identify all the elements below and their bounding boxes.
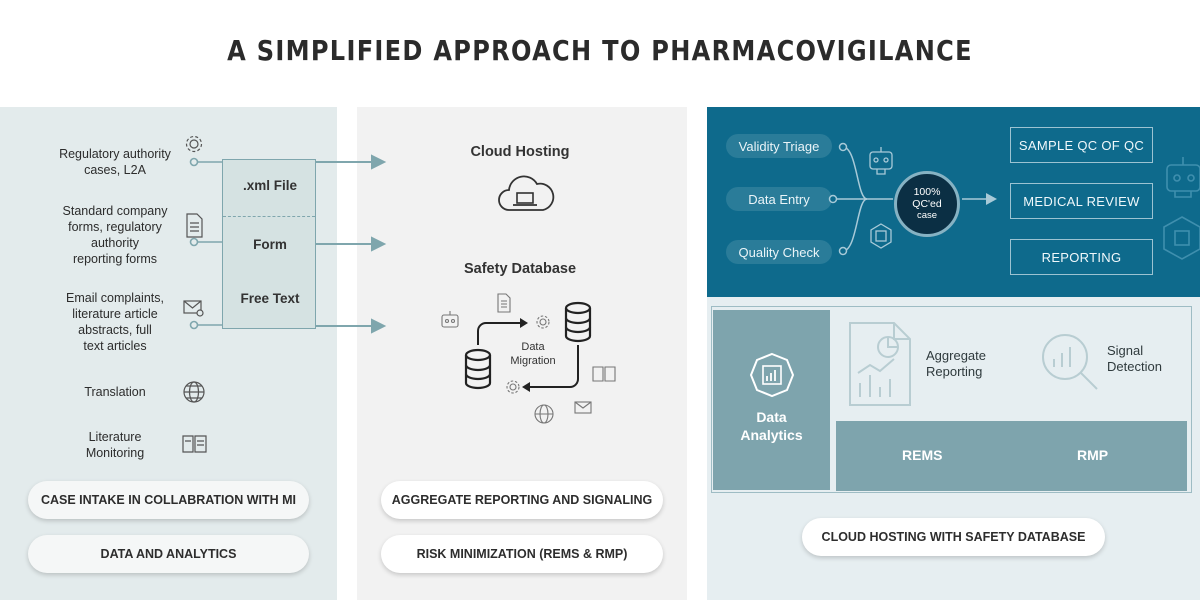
source-literature-monitoring: Literature Monitoring — [40, 429, 190, 461]
source-text-line: reporting forms — [72, 252, 158, 266]
connector-dot — [838, 142, 848, 152]
intake-connectors — [182, 135, 387, 453]
arrow-head — [986, 193, 997, 205]
source-text-line: abstracts, full — [78, 323, 152, 337]
analytics-text-line: Analytics — [740, 427, 803, 443]
analytics-text-line: Detection — [1107, 359, 1162, 374]
qc-text-line: QC'ed — [912, 198, 942, 210]
source-text-line: text articles — [83, 339, 147, 353]
safety-database-label: Safety Database — [463, 261, 577, 277]
signal-detection-label: Signal Detection — [1107, 343, 1162, 375]
source-email-complaints: Email complaints, literature article abs… — [40, 290, 190, 354]
source-text-line: Regulatory authority — [59, 147, 171, 161]
globe-icon — [183, 381, 205, 403]
analytics-text-line: Aggregate — [926, 348, 986, 363]
task-validity-triage: Validity Triage — [726, 134, 832, 158]
document-icon — [497, 293, 511, 313]
source-text-line: literature article — [72, 307, 158, 321]
case-intake-pill: CASE INTAKE IN COLLABRATION WITH MI — [28, 481, 309, 519]
source-text-line: Literature — [88, 430, 142, 444]
output-sample-qc: SAMPLE QC OF QC — [1010, 127, 1153, 163]
migration-text-line: Migration — [510, 355, 556, 367]
format-xml-file: .xml File — [242, 178, 298, 193]
source-text-line: Monitoring — [85, 446, 145, 460]
source-translation: Translation — [84, 385, 146, 399]
source-regulatory-authority: Regulatory authority cases, L2A — [40, 146, 190, 178]
database-icon — [464, 348, 492, 390]
data-analytics-label: Data Analytics — [713, 408, 830, 444]
connector-dot — [189, 320, 199, 330]
source-standard-forms: Standard company forms, regulatory autho… — [40, 203, 190, 267]
format-form: Form — [253, 237, 287, 252]
source-text-line: cases, L2A — [84, 163, 146, 177]
signal-detection-icon — [1042, 334, 1098, 390]
page-title: A SIMPLIFIED APPROACH TO PHARMACOVIGILAN… — [227, 34, 973, 67]
data-analytics-pill: DATA AND ANALYTICS — [28, 535, 309, 573]
document-icon — [186, 213, 203, 238]
gear-icon — [506, 380, 520, 394]
output-reporting: REPORTING — [1010, 239, 1153, 275]
task-data-entry: Data Entry — [726, 187, 832, 211]
literature-icon — [592, 366, 616, 382]
rems-rmp-bar: REMS RMP — [836, 421, 1187, 491]
gear-icon — [536, 315, 550, 329]
connector-dot — [838, 246, 848, 256]
robot-icon — [441, 311, 459, 328]
analytics-icons — [849, 322, 1098, 406]
analytics-text-line: Reporting — [926, 364, 983, 379]
gear-icon — [185, 135, 203, 153]
rems-label: REMS — [902, 447, 943, 463]
migration-text-line: Data — [521, 341, 545, 353]
database-icon — [564, 301, 592, 343]
robot-icon — [1163, 216, 1200, 260]
analytics-text-line: Data — [756, 409, 787, 425]
qc-text-line: 100% — [913, 186, 941, 198]
source-text-line: Standard company — [62, 204, 168, 218]
format-free-text: Free Text — [240, 291, 300, 306]
analytics-icon — [749, 352, 795, 398]
connector-dot — [189, 237, 199, 247]
aggregate-reporting-label: Aggregate Reporting — [926, 348, 986, 380]
email-icon — [183, 300, 204, 317]
input-formats-box: .xml File Form Free Text — [222, 159, 316, 329]
output-medical-review: MEDICAL REVIEW — [1010, 183, 1153, 219]
report-chart-icon — [849, 322, 911, 406]
robot-icon — [870, 223, 892, 249]
cloud-laptop-icon — [498, 175, 555, 211]
robot-icon — [1166, 157, 1200, 198]
globe-icon — [534, 404, 554, 424]
source-text-line: forms, regulatory — [68, 220, 162, 234]
cloud-hosting-pill: CLOUD HOSTING WITH SAFETY DATABASE — [802, 518, 1105, 556]
robot-icon — [869, 147, 893, 175]
data-migration-diagram — [441, 293, 616, 424]
analytics-frame — [711, 306, 1192, 493]
task-quality-check: Quality Check — [726, 240, 832, 264]
qc-text-line: case — [916, 210, 938, 221]
workflow-connectors — [828, 142, 1200, 260]
divider — [223, 216, 315, 217]
connector-dot — [189, 157, 199, 167]
risk-minimization-pill: RISK MINIMIZATION (REMS & RMP) — [381, 535, 663, 573]
literature-icon — [182, 435, 207, 453]
qc-case-circle: 100% QC'ed case — [894, 171, 960, 237]
aggregate-reporting-pill: AGGREGATE REPORTING AND SIGNALING — [381, 481, 663, 519]
source-text-line: authority — [91, 236, 139, 250]
data-migration-label: Data Migration — [492, 340, 574, 368]
connector-dot — [828, 194, 838, 204]
data-analytics-box: Data Analytics — [713, 310, 830, 490]
cloud-hosting-label: Cloud Hosting — [470, 144, 570, 160]
email-icon — [574, 401, 592, 414]
analytics-text-line: Signal — [1107, 343, 1144, 358]
rmp-label: RMP — [1077, 447, 1109, 463]
source-text-line: Email complaints, — [66, 291, 164, 305]
